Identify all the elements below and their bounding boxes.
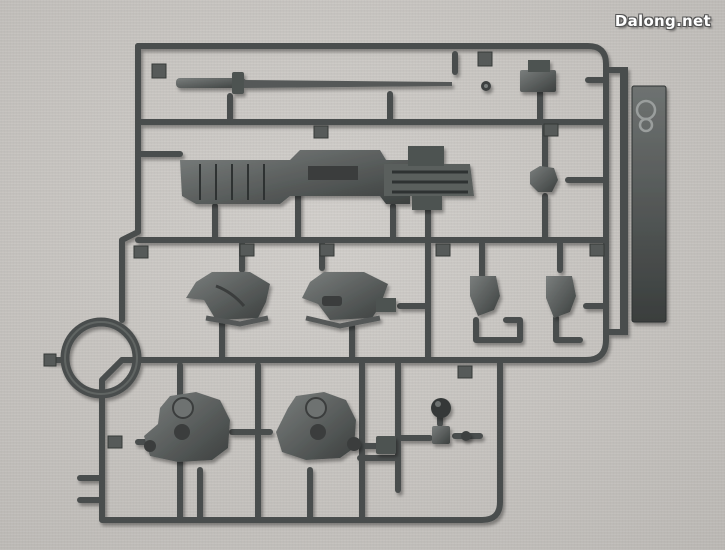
armor-part-right: [302, 272, 396, 329]
armor-part-left: [186, 272, 270, 327]
rifle-body-part: [180, 146, 474, 210]
model-parts: [144, 60, 576, 462]
runner-frame: [45, 43, 667, 523]
armor-part-lower-left: [144, 392, 230, 462]
runner-tabs: [43, 51, 605, 449]
watermark-text: Dalong.net: [614, 12, 711, 30]
barrel-part: [176, 72, 452, 94]
armor-part-lower-right: [276, 392, 361, 460]
